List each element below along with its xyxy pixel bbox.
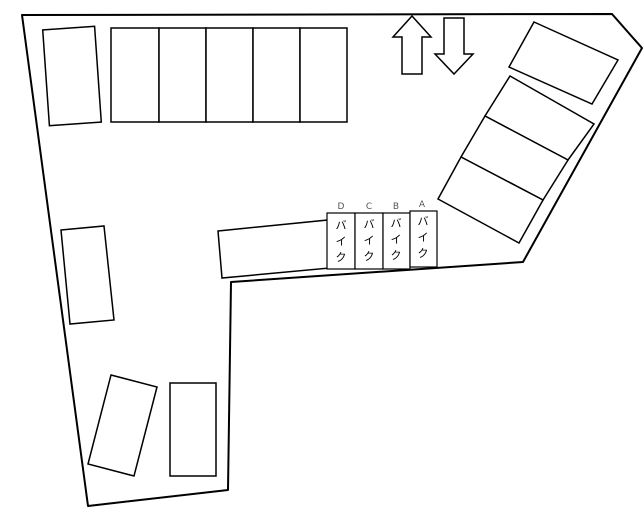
bike-space-a: [409, 210, 438, 268]
bike-space-kana: イ: [391, 233, 402, 246]
bike-space-kana: ク: [391, 249, 402, 262]
parking-space: [169, 382, 217, 477]
traffic-direction-arrows: [391, 14, 475, 76]
bike-space-kana: バ: [364, 218, 375, 231]
parking-space: [87, 374, 158, 477]
parking-space: [41, 25, 103, 127]
bike-space-letter: B: [393, 202, 399, 212]
bike-space-kana: イ: [418, 231, 429, 244]
parking-space: [205, 27, 254, 123]
arrow-down-icon: [433, 17, 475, 76]
bike-space-kana: ク: [336, 251, 347, 264]
parking-space: [110, 27, 160, 123]
top-parking-row: [41, 25, 348, 127]
arrow-up-icon: [391, 14, 433, 75]
bike-space-letter: D: [338, 202, 345, 212]
right-parking-row: [436, 21, 620, 245]
bike-space-kana: バ: [391, 217, 402, 230]
bike-space-kana: バ: [418, 215, 429, 228]
bike-space-b: [382, 212, 411, 270]
bike-space-kana: イ: [336, 235, 347, 248]
parking-space: [507, 21, 620, 105]
bike-space-d: [326, 212, 356, 270]
parking-space: [158, 27, 207, 123]
parking-space: [60, 225, 115, 325]
parking-space: [299, 27, 348, 123]
bike-space-letter: A: [419, 200, 426, 210]
parking-space: [252, 27, 301, 123]
bike-space-kana: ク: [418, 247, 429, 260]
bike-space-kana: ク: [364, 250, 375, 263]
bike-space-c: [354, 212, 384, 270]
bike-space-letter: C: [366, 202, 372, 212]
bike-space-kana: イ: [364, 234, 375, 247]
parking-space: [436, 155, 545, 245]
bike-parking-area: D C B A バ イ ク バ イ ク バ イ ク バ イ ク: [326, 200, 438, 270]
long-parking-space: [217, 219, 331, 279]
bike-space-kana: バ: [336, 219, 347, 232]
